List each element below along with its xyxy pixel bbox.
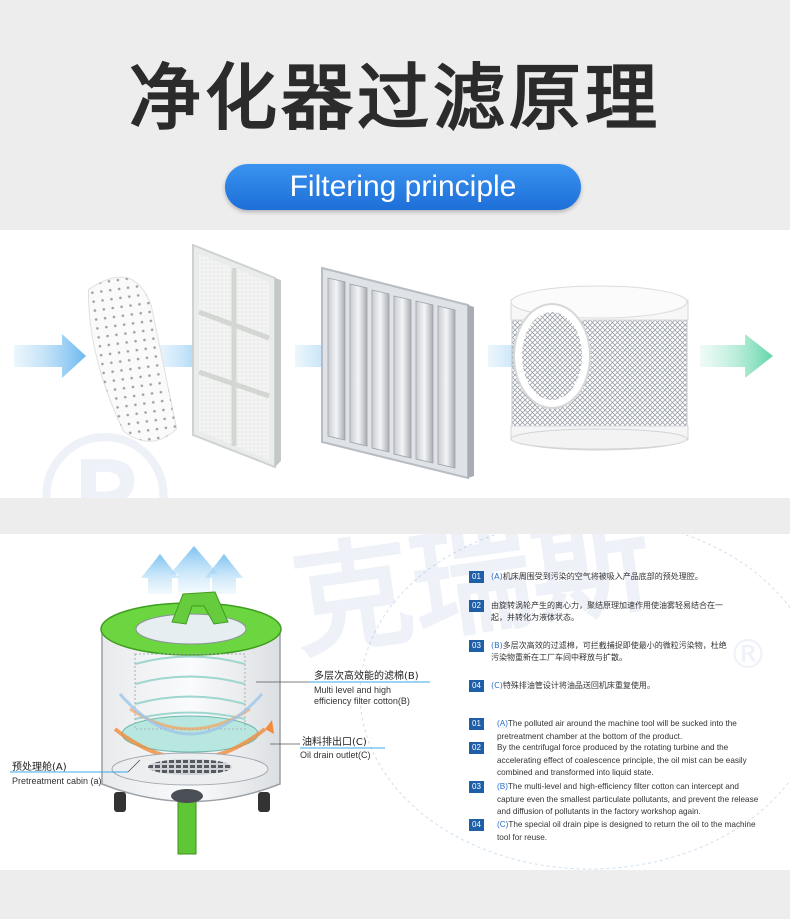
callout-cabin-zh: 预处理舱(A) — [12, 762, 67, 773]
step-line: The special oil drain pipe is designed t… — [508, 820, 756, 829]
baffle-filter — [321, 266, 474, 480]
step-tag: (A) — [491, 572, 503, 581]
step-text-2: 起，并转化为液体状态。 — [491, 613, 579, 622]
step-text: 多层次高效的过滤棉，可拦截捕捉即使最小的微粒污染物，杜绝 — [502, 641, 727, 650]
watermark-registered: ® — [728, 632, 768, 678]
exhaust-arrow-center — [170, 546, 218, 592]
callout-oil-outlet-en: Oil drain outlet(C) — [300, 750, 371, 760]
step-text: 机床周围受到污染的空气将被吸入产品底部的预处理腔。 — [502, 572, 703, 581]
step-text: 特殊排油管设计将油品送回机床重复使用。 — [502, 681, 655, 690]
step-line: capture even the smallest particulate po… — [497, 794, 759, 804]
footer-band — [0, 870, 790, 919]
step-number: 03 — [469, 640, 484, 652]
step-number: 04 — [469, 680, 484, 692]
step-tag: (C) — [491, 681, 503, 690]
step-number: 03 — [469, 781, 484, 793]
spacer — [0, 498, 790, 534]
step-number: 02 — [469, 742, 484, 754]
exhaust-arrow-right — [205, 554, 243, 594]
airflow-arrow-1 — [14, 334, 86, 378]
step-line: The multi-level and high-efficiency filt… — [507, 782, 739, 791]
step-number: 02 — [469, 600, 484, 612]
subtitle-pill: Filtering principle — [225, 164, 581, 210]
step-tag: (C) — [497, 820, 509, 829]
mesh-filter-panel — [192, 243, 281, 469]
exhaust-arrow-left — [141, 554, 179, 594]
step-tag: (B) — [497, 782, 508, 791]
purifier-diagram-section: 克瑞斯 ® 多层次高效能的滤棉(B) Multi level and high … — [0, 534, 790, 870]
callout-filter-cotton-en-2: efficiency filter cotton(B) — [314, 696, 410, 706]
header: 净化器过滤原理 Filtering principle — [0, 0, 790, 230]
step-number: 04 — [469, 819, 484, 831]
airflow-arrow-out — [700, 334, 773, 378]
callout-cabin-en: Pretreatment cabin (a) — [12, 776, 102, 786]
perforated-plate — [87, 276, 178, 442]
watermark-logo: Ⓡ — [40, 395, 170, 498]
page-title: 净化器过滤原理 — [128, 56, 661, 140]
step-line: tool for reuse. — [497, 832, 548, 842]
step-line: and diffusion of pollutants in the facto… — [497, 807, 701, 816]
purifier-illustration — [10, 534, 790, 870]
step-line: accelerating effect of coalescence princ… — [497, 755, 747, 765]
step-line: pretreatment chamber at the bottom of th… — [497, 731, 683, 741]
step-tag: (B) — [491, 641, 503, 650]
step-number: 01 — [469, 718, 484, 730]
callout-filter-cotton-en-1: Multi level and high — [314, 685, 392, 695]
step-number: 01 — [469, 571, 484, 583]
step-line: By the centrifugal force produced by the… — [497, 743, 729, 752]
step-text-2: 污染物重新在工厂车间中释放与扩散。 — [491, 653, 627, 662]
cylinder-cartridge — [510, 285, 689, 451]
filter-stages: Ⓡ — [0, 230, 790, 498]
callout-filter-cotton-zh: 多层次高效能的滤棉(B) — [314, 671, 419, 682]
step-line: The polluted air around the machine tool… — [507, 719, 737, 728]
filter-stages-illustration — [14, 243, 773, 480]
callout-oil-outlet-zh: 油料排出口(C) — [302, 737, 367, 748]
step-line: combined and transformed into liquid sta… — [497, 768, 654, 777]
step-text: 由旋转涡轮产生的离心力，聚结原理加速作用使油雾轻易结合在一 — [491, 601, 723, 610]
step-tag: (A) — [497, 719, 508, 728]
